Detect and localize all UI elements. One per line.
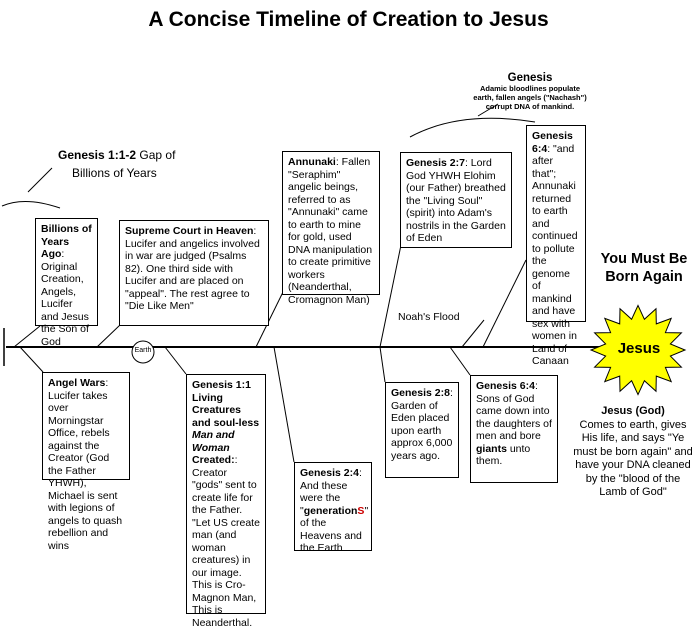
box-text: : Garden of Eden placed upon earth appro… <box>391 387 453 462</box>
box-genesis-2-7: Genesis 2:7: Lord God YHWH Elohim (our F… <box>400 152 512 248</box>
box-head: Genesis 6:4 <box>532 130 573 155</box>
genesis-sub-3: corrupt DNA of mankind. <box>485 102 575 111</box>
gap-arc <box>1 201 61 209</box>
box-head: Supreme Court in Heaven <box>125 225 254 237</box>
pointer-billions <box>13 325 41 348</box>
box-genesis-6-4-after: Genesis 6:4: "and after that"; Annunaki … <box>526 125 586 367</box>
box-text: : Original Creation, Angels, Lucifer and… <box>41 248 89 348</box>
noahs-flood-label: Noah's Flood <box>396 311 462 323</box>
box-head: Angel Wars <box>48 377 106 389</box>
pointer-gen24 <box>273 346 295 463</box>
pointer-gen27 <box>379 244 402 348</box>
pointer-gen28 <box>379 346 386 383</box>
box-billions-years-ago: Billions of Years Ago: Original Creation… <box>35 218 98 348</box>
gap-reference: Genesis 1:1-2 <box>58 148 137 162</box>
pointer-angel <box>19 346 44 373</box>
box-italic: Man and Woman <box>192 429 235 454</box>
box-annunaki: Annunaki: Fallen "Seraphim" angelic bein… <box>282 151 380 306</box>
box-generation: generation <box>303 504 358 517</box>
box-text: : Creator "gods" sent to create life for… <box>192 454 260 629</box>
box-head: Genesis 2:8 <box>391 387 450 399</box>
box-genesis-2-8: Genesis 2:8: Garden of Eden placed upon … <box>385 382 459 478</box>
page-title: A Concise Timeline of Creation to Jesus <box>148 8 549 31</box>
box-text: : Fallen "Seraphim" angelic beings, refe… <box>288 156 373 306</box>
box-text-2: unto them. <box>476 442 531 468</box>
box-text: : Lucifer and angelics involved in war a… <box>125 225 260 312</box>
genesis-arc <box>409 117 536 138</box>
gap-annotation: Genesis 1:1-2 Gap of Billions of Years <box>58 146 175 182</box>
box-head-2: Created: <box>192 454 235 466</box>
box-genesis-1-1: Genesis 1:1 Living Creatures and soul-le… <box>186 374 266 629</box>
earth-marker <box>131 340 155 364</box>
box-text-2: " of the Heavens and the Earth <box>300 504 369 555</box>
jesus-heading: Jesus (God) <box>601 405 665 417</box>
box-head: Genesis 2:7 <box>406 157 465 169</box>
jesus-burst <box>589 304 687 396</box>
box-bold-giants: giants <box>476 442 507 455</box>
box-head: Billions of Years Ago <box>41 223 92 260</box>
gap-text-1: Gap of <box>139 148 176 162</box>
genesis-heading: Genesis <box>507 72 553 84</box>
box-angel-wars: Angel Wars: Lucifer takes over Morningst… <box>42 372 130 552</box>
box-genesis-6-4-sons: Genesis 6:4: Sons of God came down into … <box>470 375 558 483</box>
box-text: : Lucifer takes over Morningstar Office,… <box>48 377 123 552</box>
box-head: Genesis 1:1 Living Creatures and soul-le… <box>192 379 260 429</box>
pointer-gen64a <box>482 259 527 348</box>
genesis-pointer <box>477 103 499 117</box>
pointer-gen64b <box>449 346 471 376</box>
box-head: Genesis 6:4 <box>476 380 535 392</box>
jesus-description: Jesus (God) Comes to earth, gives His li… <box>572 405 694 500</box>
pointer-supreme <box>96 324 121 348</box>
box-text: : And these were the " <box>300 467 362 517</box>
box-head: Annunaki <box>288 156 336 168</box>
earth-label: Earth <box>134 347 152 354</box>
box-text: : "and after that"; Annunaki returned to… <box>532 142 578 368</box>
jesus-body: Comes to earth, gives His life, and says… <box>573 418 693 499</box>
pointer-annunaki <box>255 289 285 348</box>
jesus-burst-label: Jesus <box>617 340 661 357</box>
box-generation-s: S <box>357 504 365 517</box>
you-must-be-born-again: You Must Be Born Again <box>600 251 688 285</box>
box-genesis-2-4: Genesis 2:4: And these were the "generat… <box>294 462 372 554</box>
box-head: Genesis 2:4 <box>300 467 359 479</box>
genesis-annotation: Genesis Adamic bloodlines populate earth… <box>455 72 605 111</box>
pointer-gen11 <box>164 346 187 375</box>
box-supreme-court: Supreme Court in Heaven: Lucifer and ang… <box>119 220 269 326</box>
pointer-noah <box>461 319 485 348</box>
box-text: : Lord God YHWH Elohim (our Father) brea… <box>406 157 506 244</box>
genesis-sub-2: earth, fallen angels ("Nachash") <box>473 93 587 102</box>
genesis-sub-1: Adamic bloodlines populate <box>479 84 580 93</box>
gap-pointer <box>27 167 53 193</box>
gap-text-2: Billions of Years <box>72 166 157 180</box>
box-text: : Sons of God came down into the daughte… <box>476 380 552 442</box>
